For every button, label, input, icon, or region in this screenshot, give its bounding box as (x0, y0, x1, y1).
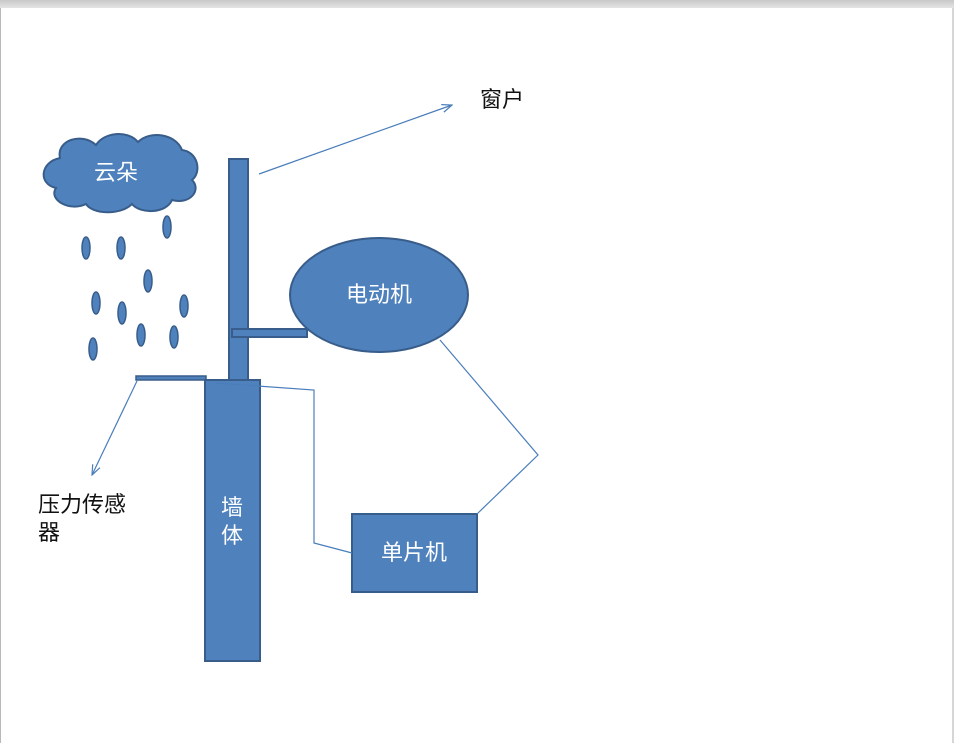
window-label: 窗户 (480, 88, 524, 113)
motor-shape: 电动机 (289, 237, 469, 353)
motor-to-mcu-wire (439, 339, 539, 515)
wall-label-line2: 体 (221, 524, 243, 549)
rain-drop (81, 236, 91, 260)
rain-drop (143, 269, 153, 293)
wall-label-line1: 墙 (221, 496, 243, 521)
motor-shaft (231, 328, 308, 338)
page-right-border (952, 8, 954, 743)
page-left-border (0, 8, 1, 743)
motor-label: 电动机 (346, 283, 412, 308)
rain-drop (162, 215, 172, 239)
rain-drop (88, 337, 98, 361)
rain-drop (179, 294, 189, 318)
sensor-label-line1: 压力传感 (38, 493, 126, 518)
rain-drop (116, 236, 126, 260)
rain-drop (136, 323, 146, 347)
wall-shape: 墙 体 (204, 379, 261, 662)
window-top-bar (0, 0, 954, 8)
sensor-label-line2: 器 (38, 521, 60, 546)
pressure-sensor-plate (135, 375, 207, 381)
sensor-to-mcu-wire (214, 382, 353, 554)
rain-drop (169, 325, 179, 349)
mcu-label: 单片机 (381, 541, 447, 566)
mcu-shape: 单片机 (351, 513, 478, 593)
rain-drop (91, 291, 101, 315)
rain-drop (117, 301, 127, 325)
cloud-shape: 云朵 (42, 133, 199, 214)
window-bar (228, 158, 249, 381)
rain-drops (81, 215, 189, 361)
sensor-arrow (92, 380, 138, 475)
window-arrow (258, 105, 452, 175)
cloud-label: 云朵 (94, 161, 138, 186)
